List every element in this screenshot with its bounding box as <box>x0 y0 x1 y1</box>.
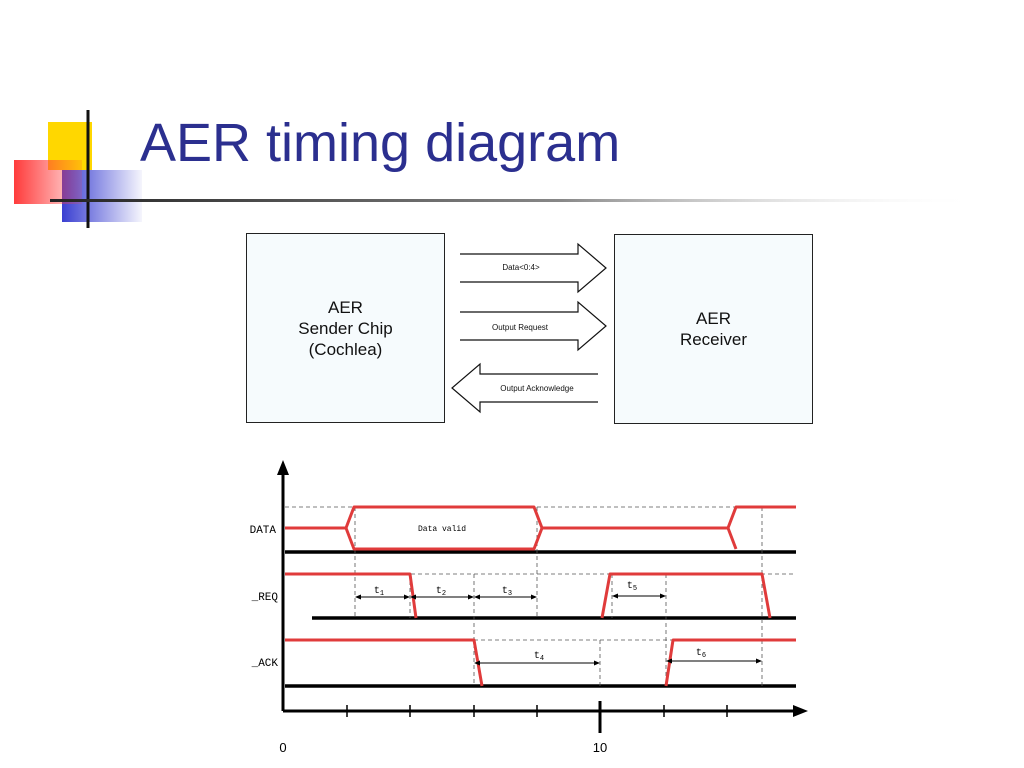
interval-label-t3: t3 <box>502 586 512 598</box>
sender-line: AER <box>328 297 363 317</box>
acknowledge-arrow <box>451 362 598 414</box>
signal-label-data: DATA <box>250 525 277 537</box>
req-signal <box>285 572 772 619</box>
data-arrow-label: Data<0:4> <box>502 263 540 272</box>
arrowhead <box>474 594 480 600</box>
receiver-box: AER Receiver <box>614 234 813 424</box>
arrowhead <box>666 658 672 664</box>
signal-label-ack: _ACK <box>251 658 279 670</box>
sender-chip-box: AER Sender Chip (Cochlea) <box>246 233 445 423</box>
arrowhead <box>410 594 416 600</box>
slide-title: AER timing diagram <box>140 113 621 173</box>
request-arrow <box>460 300 607 352</box>
slide-decoration <box>14 110 980 228</box>
interval-label-t6: t6 <box>696 648 706 660</box>
arrowhead <box>531 594 537 600</box>
sender-line: (Cochlea) <box>308 339 383 359</box>
arrowhead <box>474 660 480 666</box>
receiver-line: AER <box>696 309 731 328</box>
arrowhead <box>468 594 474 600</box>
interval-label-t2: t2 <box>436 586 446 598</box>
arrowhead <box>756 658 762 664</box>
signal-arrows: Data<0:4> Output Request Output Acknowle… <box>451 242 607 414</box>
receiver-line: Receiver <box>679 330 748 349</box>
x-tick-label: 0 <box>279 740 286 755</box>
arrowhead <box>355 594 361 600</box>
request-arrow-label: Output Request <box>492 323 549 332</box>
x-tick-label: 10 <box>593 740 607 755</box>
data-signal-high <box>285 505 796 530</box>
data-signal-low <box>285 526 738 551</box>
deco-red-square <box>14 160 82 204</box>
x-axis-arrowhead <box>793 705 808 717</box>
arrowhead <box>612 593 618 599</box>
interval-label-t4: t4 <box>534 651 544 663</box>
data-arrow <box>460 242 607 294</box>
sender-line: Sender Chip <box>298 318 393 338</box>
ack-signal <box>285 638 796 687</box>
timing-chart: 0 10 DATA _REQ _ACK Data valid <box>250 460 808 755</box>
y-axis-arrowhead <box>277 460 289 475</box>
interval-label-t1: t1 <box>374 586 384 598</box>
arrowhead <box>404 594 410 600</box>
acknowledge-arrow-label: Output Acknowledge <box>500 384 574 393</box>
data-valid-annotation: Data valid <box>418 525 466 534</box>
signal-label-req: _REQ <box>251 592 279 604</box>
interval-label-t5: t5 <box>627 581 637 593</box>
arrowhead <box>660 593 666 599</box>
title-underline <box>50 199 980 202</box>
arrowhead <box>594 660 600 666</box>
